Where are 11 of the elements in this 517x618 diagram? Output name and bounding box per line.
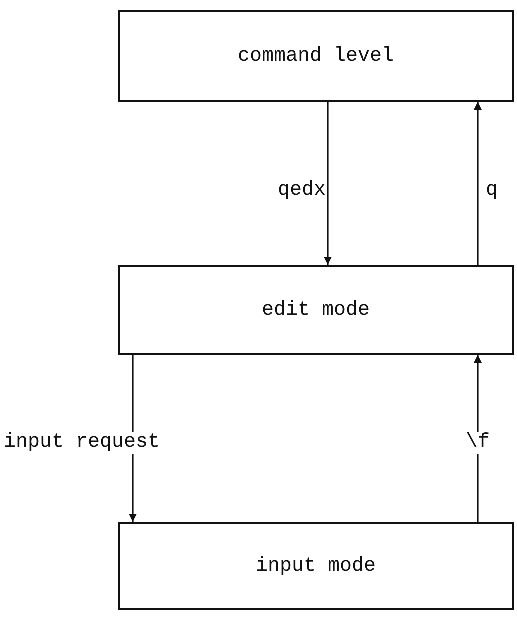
- arrow: [474, 102, 482, 265]
- process-box: [118, 522, 514, 610]
- process-box: [118, 265, 514, 355]
- edge-label: input request: [4, 432, 160, 454]
- node-label: input mode: [256, 554, 376, 578]
- node-label: command level: [238, 44, 394, 68]
- edge-label: \f: [466, 432, 490, 454]
- node-label: edit mode: [262, 298, 370, 322]
- process-box: [118, 10, 514, 102]
- arrow: [324, 102, 332, 265]
- edge-label: qedx: [278, 180, 326, 202]
